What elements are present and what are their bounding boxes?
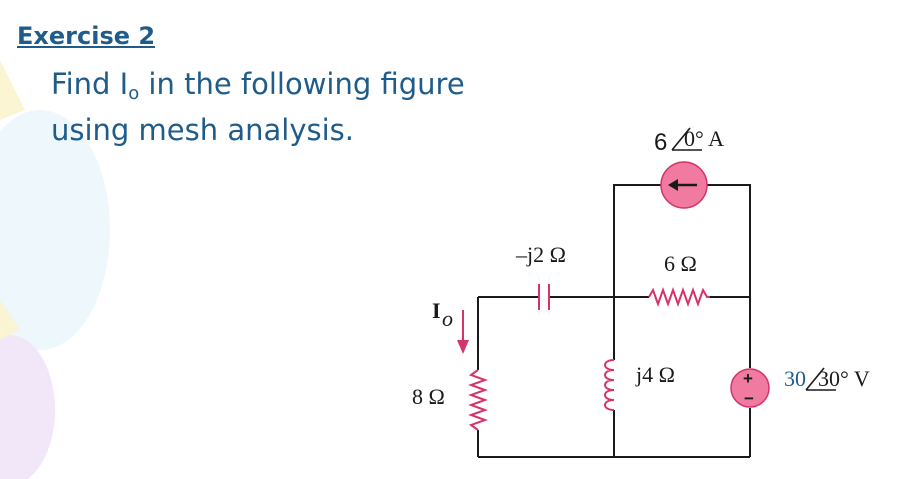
current-source (660, 161, 708, 209)
voltage-source-angle: 30° V (818, 366, 870, 391)
circuit-wires (477, 184, 751, 458)
inductor (604, 359, 615, 411)
voltage-plus-sign: + (743, 369, 753, 388)
current-io-letter: I (432, 298, 441, 323)
resistor-6-ohm (648, 287, 710, 307)
current-io-arrow (457, 310, 469, 354)
capacitor-label: –j2 Ω (515, 242, 566, 267)
prompt-line-2: using mesh analysis. (51, 113, 354, 147)
voltage-minus-sign: − (744, 389, 754, 408)
angle-symbol-voltage (805, 367, 836, 391)
angle-symbol-current (671, 127, 702, 151)
voltage-source (730, 368, 770, 408)
current-io-subscript: o (442, 306, 453, 331)
problem-statement: Find Io in the following figure using me… (51, 66, 465, 148)
inductor-label: j4 Ω (635, 362, 675, 387)
voltage-source-magnitude: 30 (784, 366, 806, 391)
resistor-6-ohm-label: 6 Ω (664, 251, 697, 276)
current-source-magnitude: 6 (654, 129, 667, 156)
resistor-8-ohm-label: 8 Ω (412, 384, 445, 409)
prompt-line-1: Find Io in the following figure (51, 67, 465, 104)
current-source-angle: 0° A (684, 126, 724, 151)
exercise-heading: Exercise 2 (17, 22, 156, 50)
resistor-8-ohm (468, 369, 488, 431)
capacitor (538, 284, 550, 310)
